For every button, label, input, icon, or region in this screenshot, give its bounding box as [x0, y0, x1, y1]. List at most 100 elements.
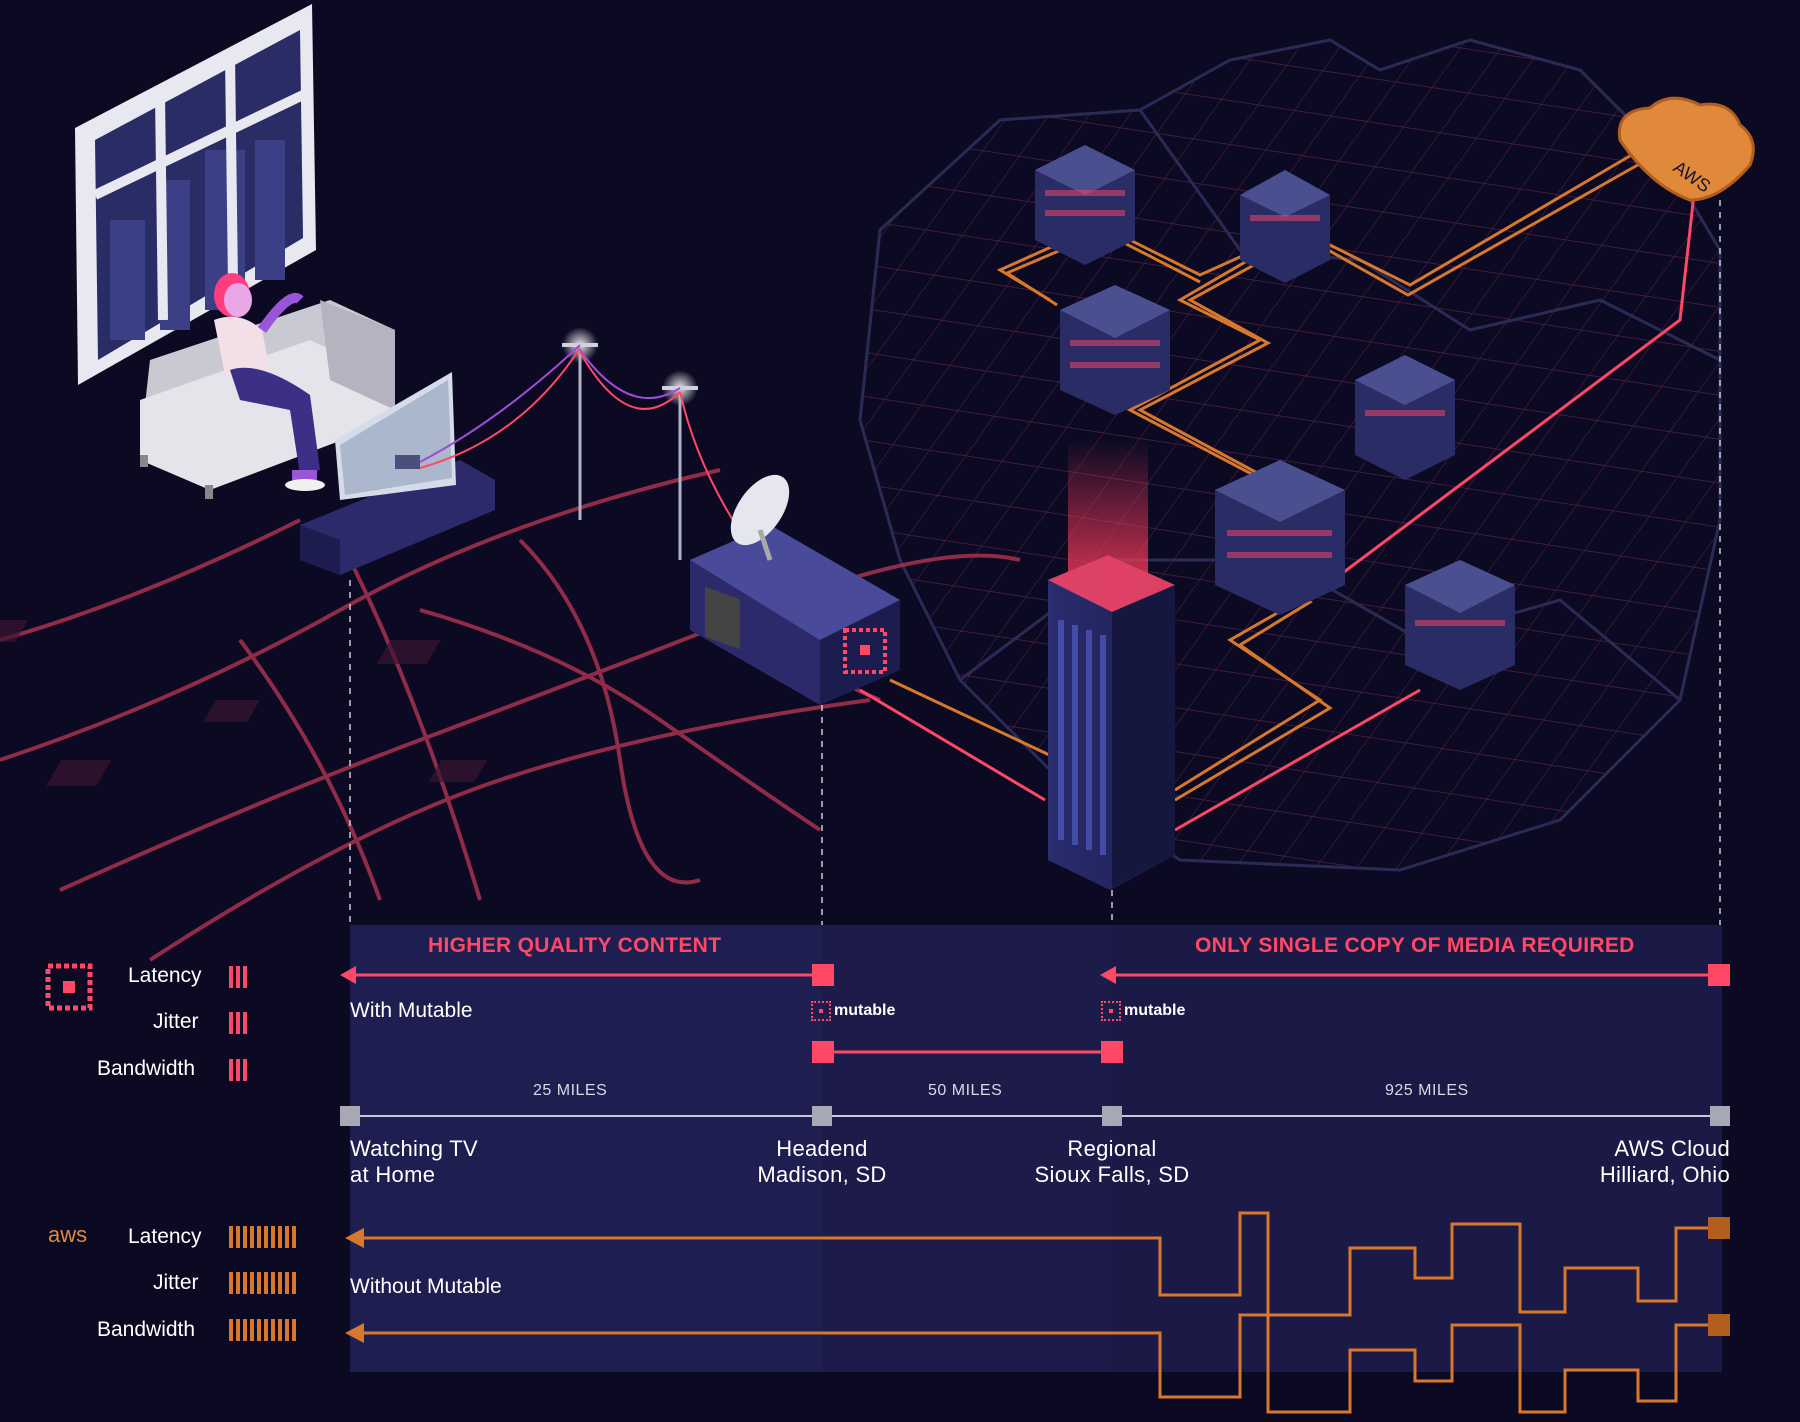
level-bar	[285, 1272, 289, 1294]
level-bar	[292, 1319, 296, 1341]
cable-wires	[419, 344, 761, 561]
with-mutable-label: With Mutable	[350, 999, 473, 1022]
level-bar	[236, 1012, 240, 1034]
level-bar	[236, 1319, 240, 1341]
level-bar	[229, 1012, 233, 1034]
aws-bandwidth-label: Bandwidth	[97, 1318, 196, 1341]
mutable-latency-bars	[229, 966, 247, 988]
street-blocks	[0, 620, 488, 786]
mutable-jitter-bars	[229, 1012, 247, 1034]
stage-home-line2: at Home	[350, 1162, 436, 1187]
level-bar	[278, 1272, 282, 1294]
level-bar	[243, 1226, 247, 1248]
level-bar	[229, 966, 233, 988]
level-bar	[243, 966, 247, 988]
distance-scale	[340, 1106, 1730, 1126]
mutable-jitter-label: Jitter	[153, 1010, 199, 1033]
stage-headend-line1: Headend	[776, 1136, 868, 1161]
stage-drop-lines	[349, 200, 1721, 925]
stage-home-line1: Watching TV	[350, 1136, 479, 1161]
mutable-bandwidth-label: Bandwidth	[97, 1057, 196, 1080]
utility-pole-icon	[562, 327, 698, 560]
map-background	[858, 38, 1722, 872]
level-bar	[278, 1226, 282, 1248]
mutable-logo-icon	[45, 963, 93, 1011]
distance-home-headend: 25 MILES	[533, 1082, 608, 1099]
level-bar	[250, 1226, 254, 1248]
level-bar	[271, 1319, 275, 1341]
distance-regional-aws: 925 MILES	[1385, 1082, 1469, 1099]
level-bar	[257, 1319, 261, 1341]
aws-logo: aws	[48, 1222, 88, 1247]
higher-quality-banner: HIGHER QUALITY CONTENT	[428, 934, 722, 957]
stage-home: Watching TV at Home	[350, 1136, 478, 1188]
level-bar	[292, 1272, 296, 1294]
level-bar	[250, 1272, 254, 1294]
level-bar	[236, 966, 240, 988]
level-bar	[243, 1319, 247, 1341]
level-bar	[271, 1272, 275, 1294]
mutable-logo-icon	[1101, 1001, 1121, 1021]
headend-mutable-badge: mutable	[811, 1001, 895, 1021]
aws-jitter-bars	[229, 1272, 296, 1294]
viewer-person	[214, 273, 325, 491]
stage-headend: Headend Madison, SD	[756, 1136, 888, 1188]
badge-text: mutable	[834, 1002, 896, 1019]
level-bar	[243, 1059, 247, 1081]
stage-aws-line1: AWS Cloud	[1614, 1136, 1730, 1161]
level-bar	[292, 1226, 296, 1248]
street-map	[0, 468, 1021, 962]
aws-arrow-heads	[345, 1217, 1730, 1343]
aws-latency-label: Latency	[128, 1225, 202, 1248]
level-bar	[236, 1059, 240, 1081]
distance-headend-regional: 50 MILES	[928, 1082, 1003, 1099]
television-icon	[300, 372, 495, 575]
stage-regional-line2: Sioux Falls, SD	[1034, 1162, 1190, 1187]
level-bar	[229, 1272, 233, 1294]
level-bar	[229, 1059, 233, 1081]
level-bar	[236, 1226, 240, 1248]
stage-headend-line2: Madison, SD	[757, 1162, 887, 1187]
level-bar	[264, 1272, 268, 1294]
level-bar	[229, 1319, 233, 1341]
aws-arrows	[360, 1211, 1710, 1414]
stage-regional-line1: Regional	[1067, 1136, 1157, 1161]
level-bar	[243, 1272, 247, 1294]
aws-latency-bars	[229, 1226, 296, 1248]
level-bar	[271, 1226, 275, 1248]
level-bar	[236, 1272, 240, 1294]
aws-bandwidth-bars	[229, 1319, 296, 1341]
window-icon	[75, 4, 316, 385]
single-copy-banner: ONLY SINGLE COPY OF MEDIA REQUIRED	[1195, 934, 1635, 957]
mutable-logo-icon	[811, 1001, 831, 1021]
satellite-dish-icon	[730, 474, 790, 561]
level-bar	[243, 1012, 247, 1034]
badge-text: mutable	[1124, 1002, 1186, 1019]
mutable-latency-label: Latency	[128, 964, 202, 987]
headend-box	[690, 525, 900, 705]
aws-cloud-icon: AWS	[1617, 96, 1755, 202]
mutable-bandwidth-bars	[229, 1059, 247, 1081]
network-links	[859, 184, 1697, 832]
comparison-panel	[350, 925, 1722, 1372]
level-bar	[250, 1319, 254, 1341]
level-bar	[264, 1226, 268, 1248]
level-bar	[229, 1226, 233, 1248]
aws-jitter-label: Jitter	[153, 1271, 199, 1294]
regional-mutable-badge: mutable	[1101, 1001, 1185, 1021]
stage-regional: Regional Sioux Falls, SD	[1032, 1136, 1192, 1188]
level-bar	[278, 1319, 282, 1341]
stage-aws-line2: Hilliard, Ohio	[1599, 1162, 1730, 1187]
level-bar	[264, 1319, 268, 1341]
level-bar	[285, 1319, 289, 1341]
aws-node-marker	[1708, 964, 1730, 986]
level-bar	[257, 1272, 261, 1294]
headend-node-marker	[812, 964, 834, 986]
mutable-arrows	[340, 964, 1730, 1063]
skyscraper-icon	[1048, 555, 1175, 890]
level-bar	[285, 1226, 289, 1248]
without-mutable-label: Without Mutable	[350, 1275, 502, 1298]
server-rack-icon	[1035, 145, 1515, 690]
stage-aws: AWS Cloud Hilliard, Ohio	[1560, 1136, 1730, 1188]
